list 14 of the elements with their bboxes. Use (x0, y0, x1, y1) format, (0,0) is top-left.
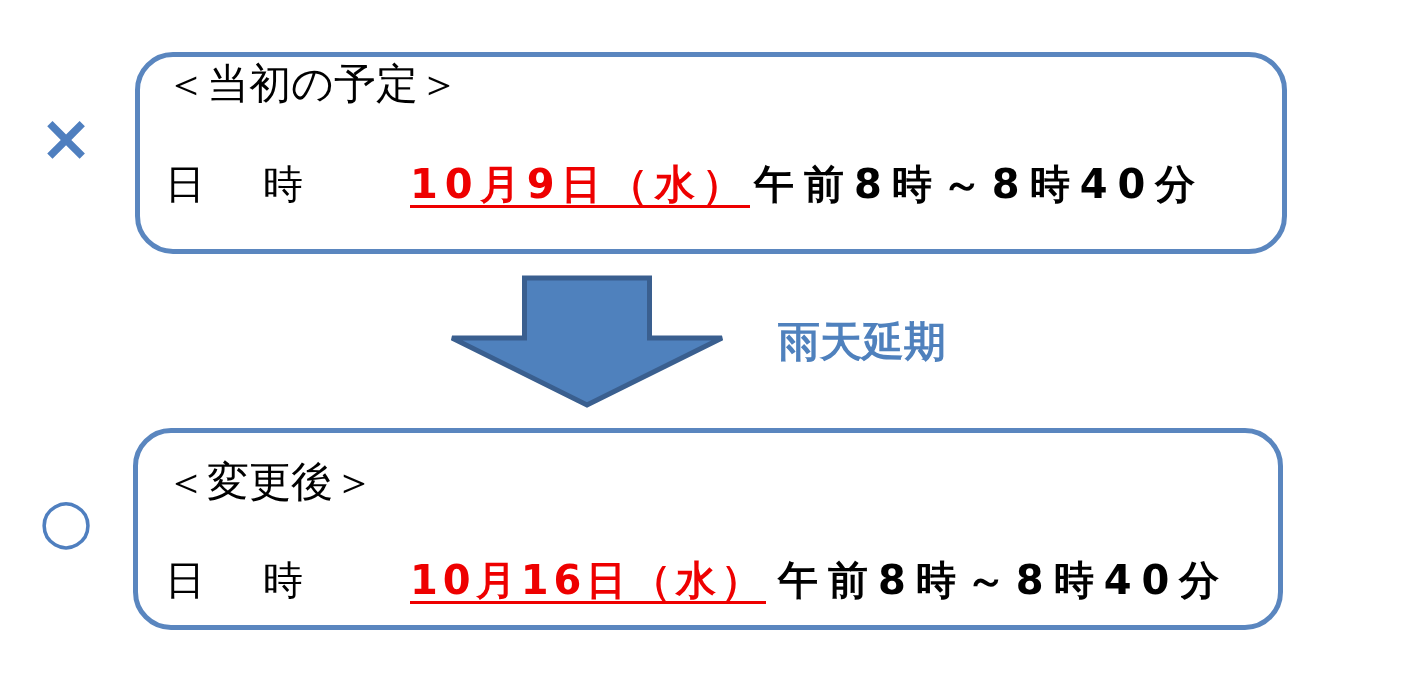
date-text: 10月16日（水） (410, 560, 767, 604)
time-text: 午前8時～8時40分 (778, 560, 1230, 600)
box-heading: ＜当初の予定＞ (165, 63, 460, 105)
circle-mark: ○ (37, 490, 95, 552)
field-label: 日 時 (165, 164, 312, 204)
block-arrow (449, 275, 725, 408)
field-label: 日 時 (165, 560, 312, 600)
box-heading: ＜変更後＞ (165, 461, 375, 503)
edge-label: 雨天延期 (778, 321, 946, 363)
cross-mark: × (38, 106, 94, 170)
rounded-box (135, 52, 1287, 254)
date-text: 10月9日（水） (410, 164, 750, 208)
rounded-box (133, 428, 1283, 630)
time-text: 午前8時～8時40分 (754, 164, 1206, 204)
